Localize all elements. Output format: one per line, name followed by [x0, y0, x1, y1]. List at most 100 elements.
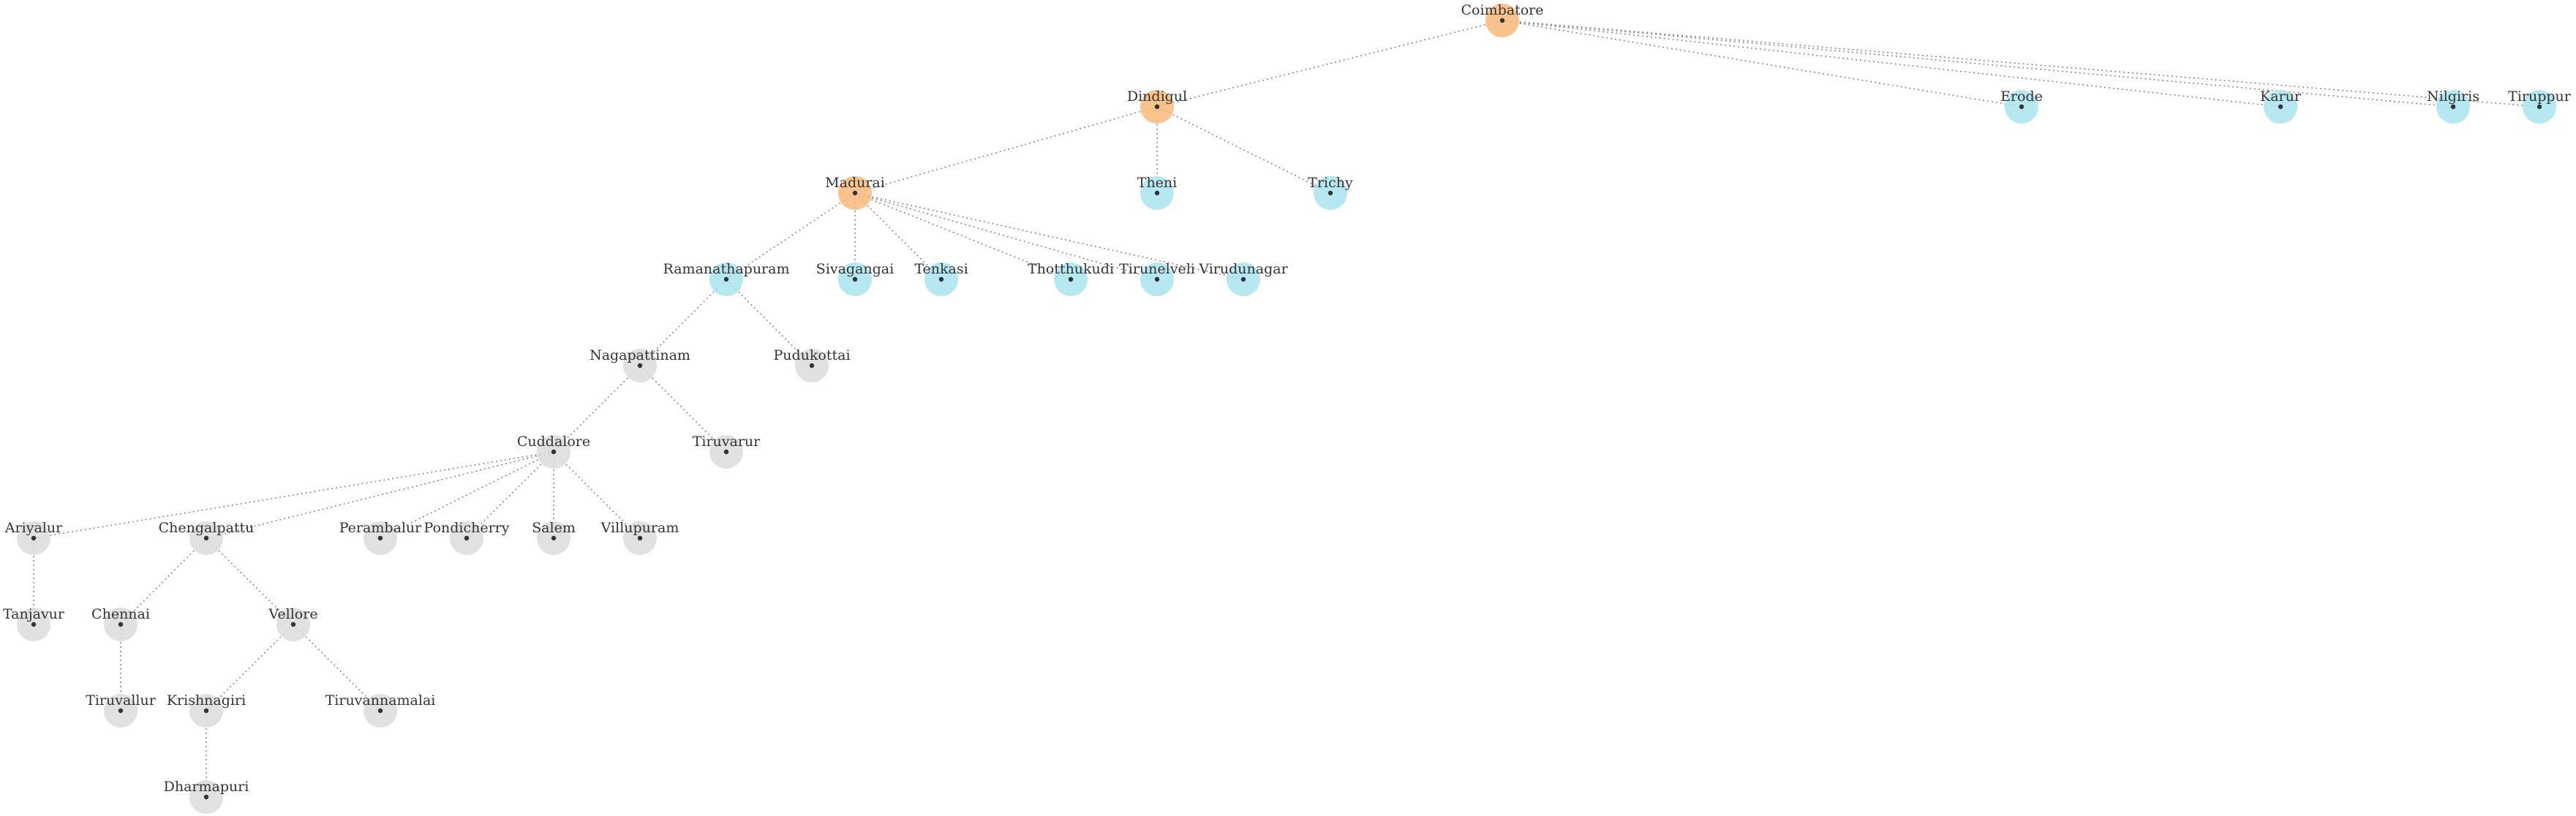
node-label-trichy: Trichy [1308, 175, 1353, 191]
edge-madurai-virudunagar [854, 192, 1244, 280]
node-label-nilgiris: Nilgiris [2427, 88, 2479, 105]
node-coimbatore: Coimbatore [1461, 2, 1544, 37]
node-thotthukudi: Thotthukudi [1028, 261, 1114, 296]
node-center-dot-sivagangai [852, 276, 858, 282]
node-center-dot-chengalpattu [203, 535, 209, 541]
edge-nagapattinam-tiruvarur [639, 365, 727, 453]
node-karur: Karur [2260, 88, 2302, 124]
node-ramanathapuram: Ramanathapuram [663, 261, 790, 296]
edge-cuddalore-ariyalur [33, 451, 554, 539]
node-label-pudukottai: Pudukottai [773, 347, 850, 363]
node-center-dot-dindigul [1154, 104, 1160, 110]
node-villupuram: Villupuram [600, 520, 679, 555]
node-label-tenkasi: Tenkasi [914, 261, 968, 277]
edge-nagapattinam-cuddalore [553, 365, 641, 453]
node-cuddalore: Cuddalore [517, 434, 590, 469]
node-label-coimbatore: Coimbatore [1461, 2, 1544, 18]
node-center-dot-virudunagar [1240, 276, 1246, 282]
node-center-dot-pondicherry [464, 535, 470, 541]
node-tiruvarur: Tiruvarur [693, 434, 761, 469]
node-label-virudunagar: Virudunagar [1198, 261, 1288, 277]
node-center-dot-erode [2019, 104, 2025, 110]
node-theni: Theni [1137, 175, 1177, 210]
node-center-dot-ramanathapuram [723, 276, 729, 282]
node-center-dot-chennai [118, 622, 124, 627]
node-label-chennai: Chennai [91, 606, 150, 622]
edge-cuddalore-perambalur [380, 451, 554, 539]
node-chengalpattu: Chengalpattu [159, 520, 255, 555]
node-sivagangai: Sivagangai [816, 261, 894, 296]
node-ariyalur: Ariyalur [4, 520, 63, 555]
node-label-salem: Salem [532, 520, 576, 536]
node-label-pondicherry: Pondicherry [424, 520, 510, 536]
node-center-dot-trichy [1327, 190, 1333, 196]
node-center-dot-nagapattinam [637, 363, 643, 369]
node-center-dot-coimbatore [1499, 18, 1505, 23]
node-label-dharmapuri: Dharmapuri [164, 779, 249, 795]
edge-vellore-tiruvannamalai [293, 624, 381, 711]
node-label-thotthukudi: Thotthukudi [1028, 261, 1114, 277]
node-center-dot-tiruppur [2537, 104, 2542, 110]
node-center-dot-tanjavur [31, 622, 37, 627]
edge-dindigul-madurai [854, 106, 1158, 194]
node-label-erode: Erode [2000, 88, 2043, 105]
node-chennai: Chennai [91, 606, 150, 641]
node-label-karur: Karur [2260, 88, 2302, 105]
node-center-dot-krishnagiri [203, 708, 209, 714]
node-krishnagiri: Krishnagiri [167, 692, 246, 728]
node-center-dot-ariyalur [31, 535, 37, 541]
node-perambalur: Perambalur [339, 520, 422, 555]
node-center-dot-pudukottai [809, 363, 815, 369]
node-tanjavur: Tanjavur [3, 606, 65, 641]
node-tenkasi: Tenkasi [914, 261, 968, 296]
edge-chengalpattu-vellore [206, 537, 294, 625]
node-label-tirunelveli: Tirunelveli [1119, 261, 1195, 277]
node-label-tiruppur: Tiruppur [2508, 88, 2572, 105]
node-label-tiruvarur: Tiruvarur [693, 434, 761, 450]
edge-ramanathapuram-pudukottai [726, 279, 813, 366]
node-label-chengalpattu: Chengalpattu [159, 520, 255, 536]
node-label-dindigul: Dindigul [1127, 88, 1187, 105]
node-label-perambalur: Perambalur [339, 520, 422, 536]
node-center-dot-vellore [290, 622, 296, 627]
node-label-tiruvannamalai: Tiruvannamalai [325, 692, 436, 709]
edge-coimbatore-erode [1502, 20, 2022, 107]
edge-ramanathapuram-nagapattinam [639, 279, 727, 366]
node-label-ramanathapuram: Ramanathapuram [663, 261, 789, 277]
node-dharmapuri: Dharmapuri [164, 779, 249, 814]
node-center-dot-dharmapuri [203, 794, 209, 800]
node-label-cuddalore: Cuddalore [517, 434, 590, 450]
node-tirunelveli: Tirunelveli [1119, 261, 1195, 296]
node-label-vellore: Vellore [268, 606, 317, 622]
node-center-dot-tenkasi [938, 276, 944, 282]
node-label-theni: Theni [1137, 175, 1177, 191]
node-label-nagapattinam: Nagapattinam [590, 347, 690, 363]
node-tiruvallur: Tiruvallur [86, 692, 157, 728]
node-trichy: Trichy [1308, 175, 1353, 210]
node-label-tiruvallur: Tiruvallur [86, 692, 157, 709]
edge-coimbatore-nilgiris [1502, 20, 2454, 107]
edge-madurai-tenkasi [854, 192, 942, 280]
node-center-dot-nilgiris [2450, 104, 2456, 110]
node-center-dot-tirunelveli [1154, 276, 1160, 282]
node-virudunagar: Virudunagar [1198, 261, 1289, 296]
edge-dindigul-trichy [1156, 106, 1331, 194]
node-center-dot-salem [551, 535, 557, 541]
node-label-ariyalur: Ariyalur [4, 520, 63, 536]
edge-coimbatore-dindigul [1156, 20, 1503, 107]
node-label-krishnagiri: Krishnagiri [167, 692, 246, 709]
node-center-dot-karur [2278, 104, 2283, 110]
node-vellore: Vellore [268, 606, 318, 641]
node-center-dot-thotthukudi [1068, 276, 1074, 282]
node-center-dot-tiruvannamalai [377, 708, 383, 714]
node-label-madurai: Madurai [825, 175, 885, 191]
edge-cuddalore-pondicherry [466, 451, 554, 539]
node-center-dot-tiruvallur [118, 708, 124, 714]
node-center-dot-madurai [852, 190, 858, 196]
node-label-tanjavur: Tanjavur [3, 606, 65, 622]
node-pondicherry: Pondicherry [424, 520, 510, 555]
node-tiruvannamalai: Tiruvannamalai [325, 692, 436, 728]
node-dindigul: Dindigul [1127, 88, 1187, 124]
edge-coimbatore-karur [1502, 20, 2281, 107]
node-center-dot-tiruvarur [723, 449, 729, 455]
